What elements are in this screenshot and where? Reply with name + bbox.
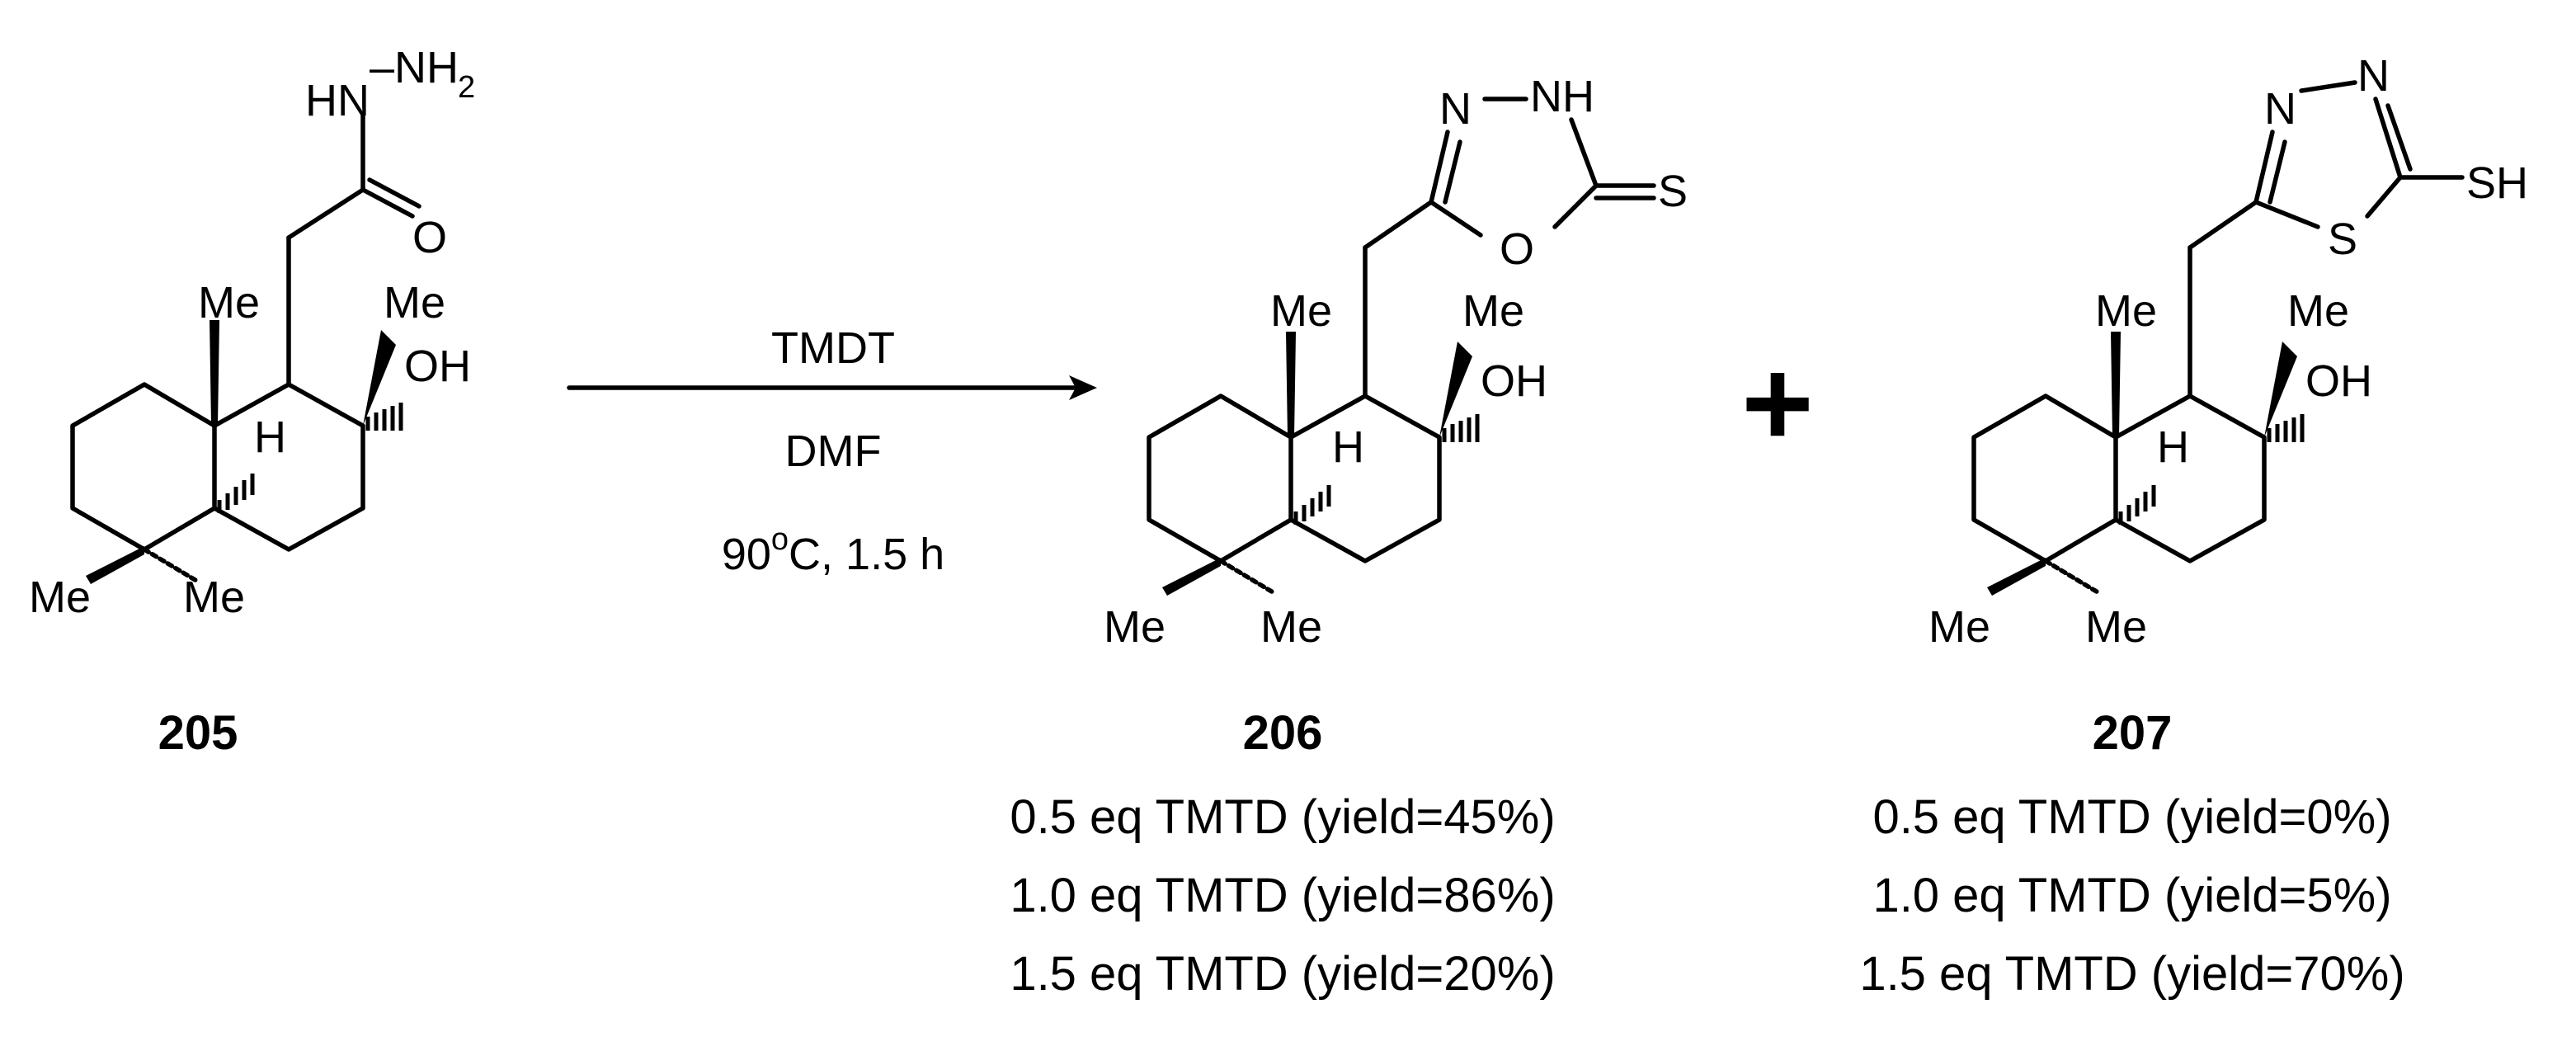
ring-fusion-h-label: H (254, 412, 286, 462)
hydrazide-nh2-subscript: 2 (458, 70, 475, 105)
hashed-bond (1293, 485, 1331, 525)
compound-206-conditions: 0.5 eq TMTD (yield=45%) 1.0 eq TMTD (yie… (1010, 790, 1555, 1001)
reaction-arrow (567, 375, 1097, 400)
oxadiazole-o-label: O (1500, 224, 1534, 274)
hydroxyl-label: OH (1481, 356, 1547, 406)
gem-methyl-left-label: Me (1104, 602, 1166, 652)
temperature-value: 90 (722, 530, 771, 579)
compound-206-structure: N NH O S Me Me OH H Me Me 206 (1104, 72, 1688, 760)
angular-methyl-label: Me (1270, 286, 1332, 336)
carbonyl-o-label: O (412, 213, 447, 262)
oxadiazole-nh-label: NH (1530, 72, 1594, 121)
gem-methyl-right-label: Me (2085, 602, 2147, 652)
carbinol-methyl-label: Me (2287, 286, 2349, 336)
hashed-bond (1442, 414, 1480, 442)
thiadiazole-n2-label: N (2357, 51, 2390, 101)
hashed-bond (365, 403, 403, 431)
hashed-bond (217, 474, 255, 513)
plus-sign: + (1741, 333, 1814, 472)
condition-row: 0.5 eq TMTD (yield=0%) (1872, 790, 2391, 844)
hashed-bond (2267, 414, 2305, 442)
condition-row: 1.0 eq TMTD (yield=5%) (1872, 869, 2391, 922)
thione-s-label: S (1658, 167, 1688, 216)
hashed-bond (2118, 485, 2156, 525)
carbinol-methyl-label: Me (1462, 286, 1524, 336)
gem-methyl-left-label: Me (29, 573, 91, 622)
thiadiazole-s-label: S (2328, 214, 2357, 264)
hydroxyl-label: OH (404, 342, 471, 391)
temperature-time-label: 90oC, 1.5 h (722, 522, 944, 579)
angular-methyl-label: Me (2095, 286, 2157, 336)
hydrazide-nh2-label: NH (394, 43, 459, 92)
condition-row: 0.5 eq TMTD (yield=45%) (1010, 790, 1555, 844)
degree-superscript: o (771, 522, 789, 557)
compound-number-205: 205 (158, 706, 238, 760)
oxadiazole-n-label: N (1439, 84, 1472, 134)
hydrazide-dash-label: – (370, 43, 394, 92)
carbinol-methyl-label: Me (384, 278, 445, 328)
compound-207-conditions: 0.5 eq TMTD (yield=0%) 1.0 eq TMTD (yiel… (1859, 790, 2404, 1001)
compound-number-207: 207 (2093, 706, 2173, 760)
thiadiazole-n1-label: N (2264, 84, 2296, 134)
thiol-sh-label: SH (2466, 158, 2528, 208)
temperature-rest: C, 1.5 h (789, 530, 944, 579)
condition-row: 1.0 eq TMTD (yield=86%) (1010, 869, 1555, 922)
condition-row: 1.5 eq TMTD (yield=20%) (1010, 947, 1555, 1001)
hydrazide-nh-label: HN (305, 76, 370, 125)
compound-207-structure: N N S SH Me Me OH H Me Me 207 (1928, 51, 2528, 760)
compound-205-structure: HN – NH 2 O Me Me OH H Me Me 205 (29, 43, 475, 760)
reagent-above-arrow: TMDT (771, 323, 895, 373)
solvent-label: DMF (785, 427, 882, 476)
gem-methyl-left-label: Me (1928, 602, 1990, 652)
gem-methyl-right-label: Me (183, 573, 245, 622)
angular-methyl-label: Me (198, 278, 260, 328)
ring-fusion-h-label: H (2157, 422, 2189, 472)
ring-fusion-h-label: H (1332, 422, 1364, 472)
gem-methyl-right-label: Me (1260, 602, 1322, 652)
hydroxyl-label: OH (2305, 356, 2372, 406)
condition-row: 1.5 eq TMTD (yield=70%) (1859, 947, 2404, 1001)
compound-number-206: 206 (1243, 706, 1323, 760)
